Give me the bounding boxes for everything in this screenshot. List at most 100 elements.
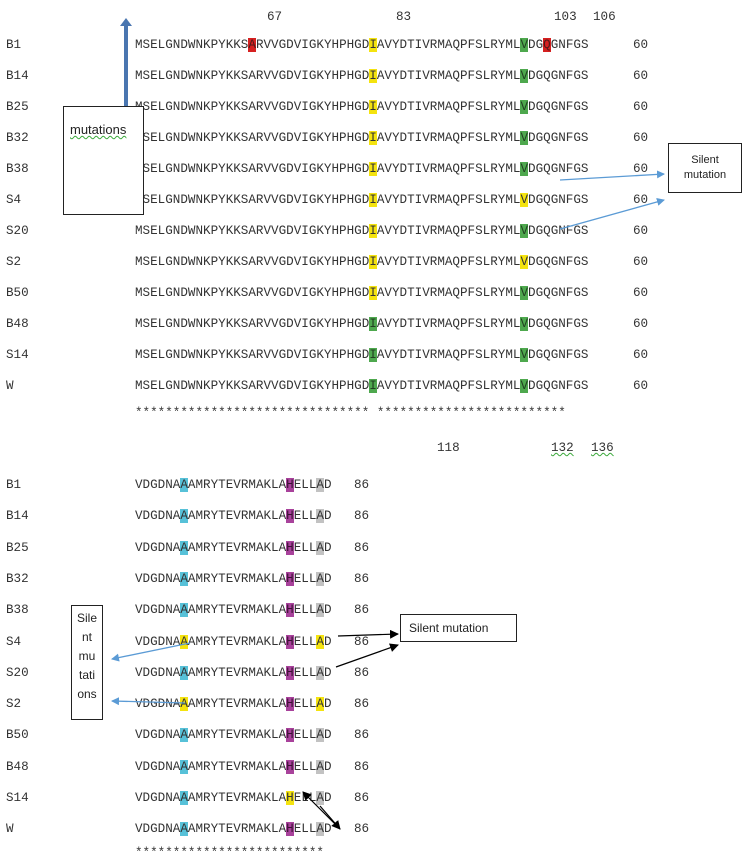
mutation-indicator-bar — [124, 24, 128, 114]
highlighted-residue: I — [369, 348, 377, 362]
sequence-s14: MSELGNDWNKPYKKSARVVGDVIGKYHPHGDIAVYDTIVR… — [135, 348, 588, 362]
residue-run: MSELGNDWNKPYKKSARVVGDVIGKYHPHGD — [135, 131, 370, 145]
residue-run: MSELGNDWNKPYKKSARVVGDVIGKYHPHGD — [135, 255, 370, 269]
residue-run: ELL — [293, 697, 317, 712]
highlighted-residue: Q — [543, 38, 551, 52]
highlighted-residue: I — [369, 69, 377, 83]
highlighted-residue: A — [180, 665, 188, 680]
residue-count: 86 — [354, 759, 370, 774]
silent-mutation-callout-middle: Silent mutation — [400, 614, 517, 642]
residue-run: DGQGNFGS — [528, 224, 589, 238]
sample-label-b32: B32 — [6, 131, 29, 145]
residue-run: DGQGNFGS — [528, 193, 589, 207]
sequence-b14: MSELGNDWNKPYKKSARVVGDVIGKYHPHGDIAVYDTIVR… — [135, 69, 588, 83]
position-106: 106 — [593, 10, 616, 24]
position-67: 67 — [267, 10, 283, 24]
highlighted-residue: I — [369, 379, 377, 393]
sequence-b1: MSELGNDWNKPYKKSARVVGDVIGKYHPHGDIAVYDTIVR… — [135, 38, 589, 52]
sample-label-b25: B25 — [6, 100, 29, 114]
residue-run: D — [323, 728, 332, 743]
residue-run: VDGDNA — [135, 759, 181, 774]
residue-run: DGQGNFGS — [528, 162, 589, 176]
residue-run: AVYDTIVRMAQPFSLRYML — [376, 100, 521, 114]
residue-count: 60 — [633, 348, 649, 362]
residue-run: MSELGNDWNKPYKKSARVVGDVIGKYHPHGD — [135, 348, 370, 362]
highlighted-residue: V — [520, 255, 529, 269]
residue-count: 60 — [633, 224, 649, 238]
residue-run: ELL — [293, 759, 317, 774]
highlighted-residue: A — [316, 603, 324, 618]
residue-run: VDGDNA — [135, 791, 181, 805]
residue-run: AMRYTEVRMAKLA — [187, 822, 287, 837]
arrow-w-s14-link — [302, 791, 341, 830]
residue-run: AMRYTEVRMAKLA — [187, 634, 287, 649]
highlighted-residue: V — [520, 100, 529, 114]
residue-count: 86 — [354, 603, 370, 618]
residue-count: 60 — [633, 317, 649, 331]
sample-label-b1: B1 — [6, 478, 22, 492]
residue-run: DGQGNFGS — [528, 317, 589, 331]
highlighted-residue: H — [286, 759, 294, 774]
highlighted-residue: I — [369, 100, 377, 114]
residue-run: VDGDNA — [135, 634, 181, 649]
highlighted-residue: H — [286, 478, 294, 492]
residue-run: AVYDTIVRMAQPFSLRYML — [376, 38, 521, 52]
residue-run: D — [323, 540, 332, 555]
highlighted-residue: A — [180, 697, 188, 712]
residue-run: RVVGDVIGKYHPHGD — [255, 38, 370, 52]
highlighted-residue: V — [520, 348, 529, 362]
sample-label-s20: S20 — [6, 224, 29, 238]
residue-count: 60 — [633, 255, 649, 269]
residue-run: AVYDTIVRMAQPFSLRYML — [376, 317, 521, 331]
highlighted-residue: H — [286, 571, 294, 586]
residue-run: DGQGNFGS — [528, 131, 589, 145]
highlighted-residue: I — [369, 162, 377, 176]
mutations-callout: mutations — [63, 106, 144, 215]
highlighted-residue: A — [180, 791, 188, 805]
highlighted-residue: H — [286, 822, 294, 837]
silent-mutation-callout-middle-text: Silent mutation — [409, 621, 489, 635]
residue-count: 86 — [354, 634, 370, 649]
residue-run: ELL — [293, 603, 317, 618]
position-103: 103 — [554, 10, 577, 24]
silent-mutations-line-2: nt — [81, 630, 92, 644]
sample-label-b50: B50 — [6, 728, 29, 743]
residue-count: 86 — [354, 540, 370, 555]
residue-run: VDGDNA — [135, 478, 181, 492]
highlighted-residue: A — [180, 634, 188, 649]
sequence-w: MSELGNDWNKPYKKSARVVGDVIGKYHPHGDIAVYDTIVR… — [135, 379, 588, 393]
residue-run: ELL — [293, 509, 317, 524]
sequence-s20: VDGDNAAAMRYTEVRMAKLAHELLAD — [135, 665, 332, 680]
sequence-b14: VDGDNAAAMRYTEVRMAKLAHELLAD — [135, 509, 332, 524]
arrow-s4-to-silent-mid — [337, 629, 399, 639]
residue-count: 86 — [354, 728, 370, 743]
residue-run: ELL — [293, 634, 317, 649]
residue-run: DGQGNFGS — [528, 379, 589, 393]
residue-run: VDGDNA — [135, 509, 181, 524]
residue-run: D — [323, 634, 332, 649]
silent-mutations-line-4: tati — [78, 668, 95, 682]
consensus-line-top: ******************************* ********… — [135, 406, 566, 420]
residue-run: AVYDTIVRMAQPFSLRYML — [376, 131, 521, 145]
highlighted-residue: H — [286, 509, 294, 524]
residue-count: 86 — [354, 665, 370, 680]
highlighted-residue: A — [316, 540, 324, 555]
highlighted-residue: H — [286, 791, 294, 805]
highlighted-residue: A — [180, 603, 188, 618]
residue-run: AVYDTIVRMAQPFSLRYML — [376, 348, 521, 362]
sequence-s4: MSELGNDWNKPYKKSARVVGDVIGKYHPHGDIAVYDTIVR… — [135, 193, 588, 207]
highlighted-residue: I — [369, 255, 377, 269]
sample-label-b14: B14 — [6, 69, 29, 83]
highlighted-residue: I — [369, 224, 377, 238]
sequence-s2: MSELGNDWNKPYKKSARVVGDVIGKYHPHGDIAVYDTIVR… — [135, 255, 588, 269]
residue-run: VDGDNA — [135, 665, 181, 680]
sample-label-b48: B48 — [6, 759, 29, 774]
highlighted-residue: H — [286, 665, 294, 680]
highlighted-residue: H — [286, 540, 294, 555]
highlighted-residue: A — [316, 571, 324, 586]
highlighted-residue: V — [520, 131, 529, 145]
highlighted-residue: A — [316, 697, 324, 712]
sample-label-s2: S2 — [6, 697, 22, 712]
highlighted-residue: I — [369, 286, 377, 300]
highlighted-residue: I — [369, 131, 377, 145]
